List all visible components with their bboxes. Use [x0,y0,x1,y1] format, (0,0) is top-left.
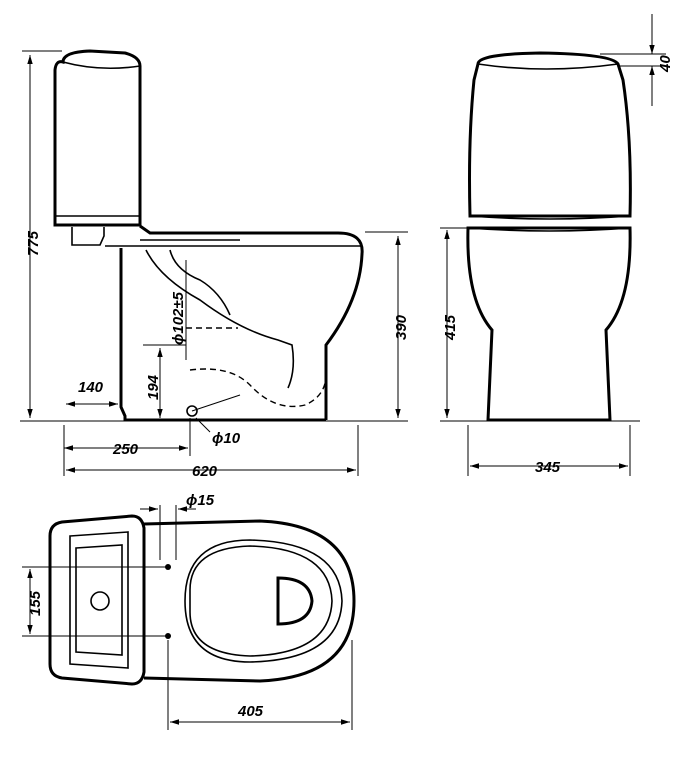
trapway [145,249,295,389]
dim-phi10-leader [191,394,241,412]
dim-phi10-leader-2 [195,417,211,433]
dim-405-label: 405 [237,703,264,720]
top-tank-outer [48,514,146,686]
top-tank-recess [75,544,123,656]
dim-155-label: 155 [27,590,44,616]
top-tank-inner [69,531,129,669]
dim-775-label: 775 [25,230,42,256]
tank-side [53,49,142,227]
tank-lid-line [62,61,141,70]
flush-button [90,591,110,611]
top-bowl-outer [143,519,356,683]
top-bowl-inner [189,545,333,657]
dim-415-label: 415 [442,314,459,341]
dim-345-label: 345 [535,459,561,476]
dim-620-label: 620 [192,463,218,480]
dim-102-label: ϕ102±5 [170,291,187,345]
top-drain [276,576,314,626]
front-lid-line [477,63,619,70]
dim-40-label: 40 [657,55,674,73]
tank-bracket [71,227,105,246]
front-view: 40 415 345 [440,14,674,476]
front-bowl [466,226,632,422]
side-view: 775 390 194 ϕ102±5 140 250 ϕ10 620 [20,49,410,480]
dim-390-label: 390 [393,314,410,340]
trapway-inner [169,249,231,316]
fixing-bolt [186,405,198,417]
outlet-dashed [189,368,327,408]
front-tank-base [469,215,631,220]
top-seat [184,539,343,663]
dim-250-label: 250 [112,441,139,458]
bowl-body [119,248,326,422]
top-view: ϕ15 155 405 [22,492,356,730]
bowl-rim [139,224,364,420]
front-rim [467,227,631,232]
front-tank [468,51,632,218]
dim-194-label: 194 [145,374,162,400]
dim-140-label: 140 [78,379,104,396]
dim-phi10-label: ϕ10 [212,430,241,447]
dim-phi15-label: ϕ15 [186,492,215,509]
